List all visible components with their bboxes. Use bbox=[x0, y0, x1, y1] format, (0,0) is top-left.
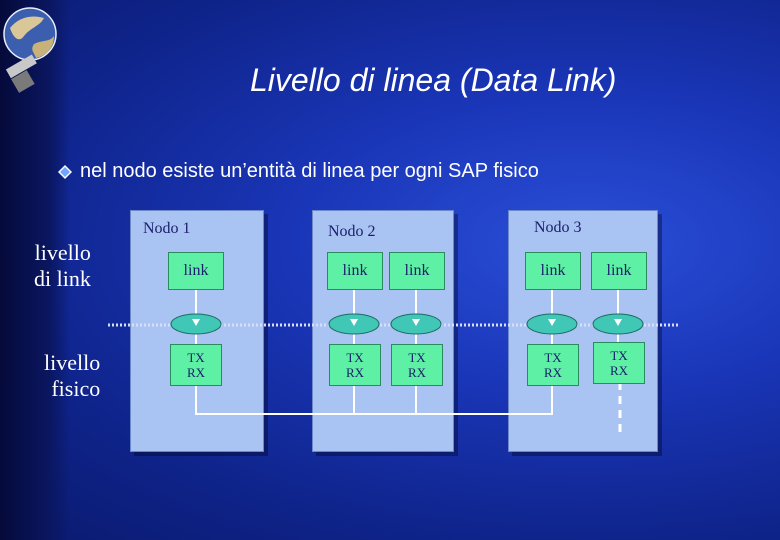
sap-ellipse-icon bbox=[526, 313, 578, 335]
sap-ellipse-icon bbox=[328, 313, 380, 335]
diamond-bullet-icon bbox=[58, 165, 72, 179]
side-label-link-line2: di link bbox=[34, 266, 91, 292]
globe-satellite-icon bbox=[0, 0, 70, 100]
rx-label: RX bbox=[346, 365, 364, 380]
tx-label: TX bbox=[408, 350, 425, 365]
side-label-physical-line2: fisico bbox=[44, 376, 100, 402]
rx-label: RX bbox=[610, 363, 628, 378]
txrx-entity-5: TX RX bbox=[593, 342, 645, 384]
link-entity-1: link bbox=[168, 252, 224, 290]
txrx-entity-1: TX RX bbox=[170, 344, 222, 386]
tx-label: TX bbox=[610, 348, 627, 363]
link-entity-3: link bbox=[389, 252, 445, 290]
sap-ellipse-icon bbox=[170, 313, 222, 335]
link-entity-5: link bbox=[591, 252, 647, 290]
tx-label: TX bbox=[544, 350, 561, 365]
tx-label: TX bbox=[187, 350, 204, 365]
rx-label: RX bbox=[544, 365, 562, 380]
node-label-2: Nodo 2 bbox=[328, 223, 376, 241]
bullet-text-line: nel nodo esiste un’entità di linea per o… bbox=[58, 160, 539, 183]
side-label-link-level: livello di link bbox=[34, 240, 91, 292]
sap-ellipse-icon bbox=[592, 313, 644, 335]
rx-label: RX bbox=[408, 365, 426, 380]
side-label-physical-line1: livello bbox=[44, 350, 100, 376]
txrx-entity-3: TX RX bbox=[391, 344, 443, 386]
node-label-1: Nodo 1 bbox=[143, 220, 191, 238]
tx-label: TX bbox=[346, 350, 363, 365]
side-label-physical-level: livello fisico bbox=[44, 350, 100, 402]
side-label-link-line1: livello bbox=[34, 240, 91, 266]
rx-label: RX bbox=[187, 365, 205, 380]
sap-ellipse-icon bbox=[390, 313, 442, 335]
txrx-entity-4: TX RX bbox=[527, 344, 579, 386]
link-entity-4: link bbox=[525, 252, 581, 290]
link-entity-2: link bbox=[327, 252, 383, 290]
bullet-text: nel nodo esiste un’entità di linea per o… bbox=[80, 160, 539, 182]
node-label-3: Nodo 3 bbox=[534, 219, 582, 237]
txrx-entity-2: TX RX bbox=[329, 344, 381, 386]
slide-title: Livello di linea (Data Link) bbox=[250, 62, 616, 99]
